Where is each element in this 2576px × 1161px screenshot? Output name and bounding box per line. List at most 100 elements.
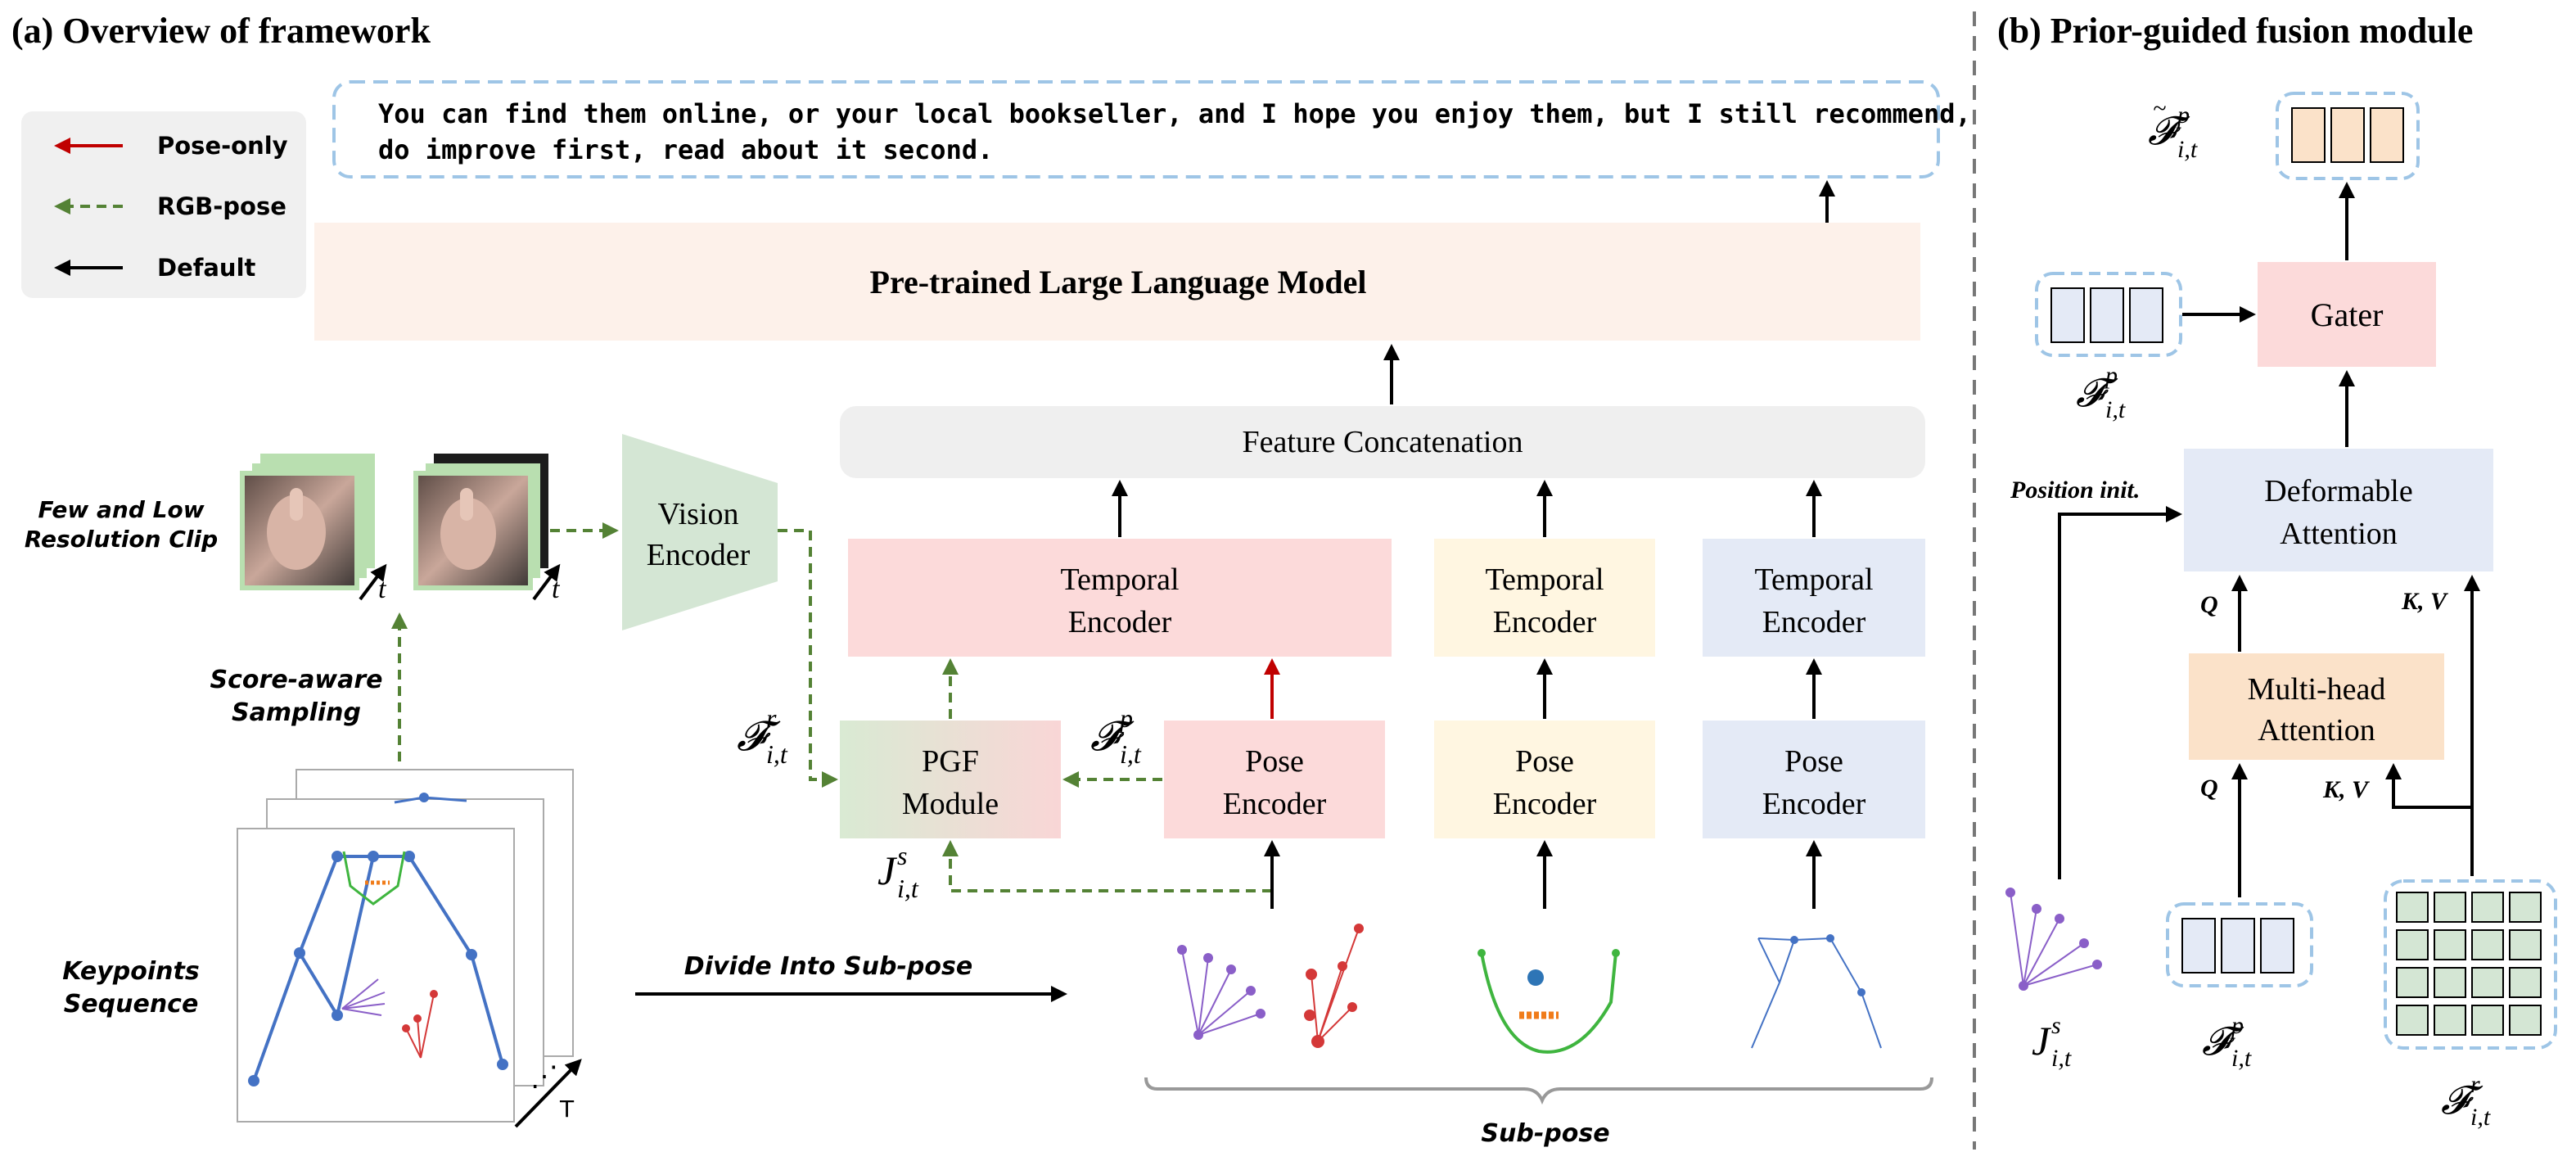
position-init-arrow: [2058, 506, 2182, 879]
rgb-feature-cell: [2471, 892, 2504, 923]
feature-pose-label: 𝓕 p i,t: [1090, 703, 1142, 769]
svg-text:p: p: [2104, 362, 2118, 389]
svg-text:i,t: i,t: [2470, 1104, 2491, 1131]
time-arrow-1: [359, 563, 387, 601]
keypoints-line2: Sequence: [64, 990, 199, 1019]
svg-text:i,t: i,t: [2051, 1045, 2072, 1072]
face-keypoints-icon: [1477, 949, 1620, 1054]
hand-keypoints-icon: [341, 978, 386, 1016]
llm-label: Pre-trained Large Language Model: [870, 264, 1367, 300]
q-label-upper: Q: [2200, 591, 2218, 618]
pose-encoder-blue-line2: Encoder: [1762, 787, 1866, 821]
svg-text:i,t: i,t: [2105, 396, 2126, 423]
vision-encoder-block: [622, 434, 778, 630]
pose-encoder-yellow-line2: Encoder: [1493, 787, 1597, 821]
rgb-feature-cell: [2509, 929, 2542, 960]
temporal-encoder-pink-line1: Temporal: [1060, 562, 1179, 597]
svg-text:p: p: [1118, 703, 1133, 733]
svg-text:~: ~: [2153, 95, 2166, 122]
temporal-encoder-pink-line2: Encoder: [1068, 605, 1172, 639]
pose-encoder-pink-line2: Encoder: [1223, 787, 1327, 821]
svg-text:s: s: [897, 841, 907, 870]
rgb-feature-cell: [2396, 1005, 2429, 1036]
divide-label: Divide Into Sub-pose: [684, 952, 972, 981]
rgb-feature-cell: [2509, 967, 2542, 998]
temporal-encoder-pink: [848, 539, 1392, 657]
pose-feature-label-top: 𝓕 p i,t: [2076, 362, 2126, 423]
temporal-encoder-yellow-line1: Temporal: [1485, 562, 1604, 597]
kv-label-upper: K, V: [2401, 588, 2449, 615]
svg-text:r: r: [2470, 1071, 2480, 1098]
temporal-encoder-yellow-line2: Encoder: [1493, 605, 1597, 639]
svg-text:i,t: i,t: [766, 739, 788, 769]
svg-text:T: T: [559, 1095, 575, 1123]
rgb-feature-cell: [2434, 929, 2466, 960]
sampling-line1: Score-aware: [210, 666, 383, 694]
deformable-line1: Deformable: [2264, 474, 2412, 508]
svg-text:t: t: [378, 574, 387, 604]
rgb-feature-cell: [2396, 967, 2429, 998]
hand-keypoints-icon: [1304, 924, 1364, 1048]
svg-text:r: r: [766, 703, 777, 733]
output-sentence-line1: You can find them online, or your local …: [378, 98, 1971, 129]
pgf-module-block: [840, 721, 1061, 838]
rgb-feature-cell: [2434, 967, 2466, 998]
output-sentence-line2: do improve first, read about it second.: [378, 134, 993, 165]
mha-line2: Attention: [2258, 713, 2375, 748]
kv-label-lower: K, V: [2322, 776, 2371, 803]
hand-keypoints-icon: [402, 990, 438, 1059]
body-keypoints-icon: [248, 851, 508, 1086]
clip-label-line2: Resolution Clip: [25, 526, 218, 553]
sampling-line2: Sampling: [232, 698, 361, 727]
feature-concatenation-block: [840, 406, 1925, 478]
rgb-feature-cell: [2471, 967, 2504, 998]
joints-to-pgf-arrow: [942, 840, 1272, 892]
clip-label-line1: Few and Low: [38, 496, 204, 523]
legend-default: Default: [157, 254, 256, 282]
temporal-encoder-blue-line1: Temporal: [1754, 562, 1873, 597]
temporal-encoder-yellow: [1434, 539, 1655, 657]
rgb-feature-cell: [2471, 1005, 2504, 1036]
face-keypoints-icon: [342, 851, 406, 906]
sub-pose-label: Sub-pose: [1481, 1119, 1609, 1148]
rgb-feature-cell: [2396, 892, 2429, 923]
sequence-time-arrow: [514, 1059, 582, 1128]
temporal-encoder-blue: [1703, 539, 1925, 657]
hand-keypoints-icon: [1177, 945, 1265, 1040]
gater-label: Gater: [2311, 296, 2384, 333]
pose-encoder-yellow-line1: Pose: [1515, 744, 1574, 779]
svg-text:p: p: [2230, 1012, 2244, 1039]
time-arrow-2: [532, 563, 561, 601]
fused-feature-label: 𝓕 ~ p i,t: [2148, 95, 2198, 163]
joint-label: J s i,t: [877, 841, 919, 903]
llm-block: [314, 223, 1920, 341]
clip-frames-2: t: [413, 454, 561, 604]
pgf-label-line2: Module: [902, 787, 999, 821]
position-init-label: Position init.: [2010, 477, 2140, 504]
svg-text:t: t: [552, 574, 561, 604]
rgb-feature-cell: [2434, 1005, 2466, 1036]
keypoints-line1: Keypoints: [62, 957, 199, 986]
vision-encoder-line1: Vision: [657, 497, 738, 531]
svg-text:i,t: i,t: [2177, 136, 2198, 163]
deformable-line2: Attention: [2280, 517, 2398, 551]
q-label-lower: Q: [2200, 775, 2218, 802]
pose-encoder-blue-line1: Pose: [1784, 744, 1843, 779]
pose-encoder-blue: [1703, 721, 1925, 838]
rgb-feature-cell: [2396, 929, 2429, 960]
pose-feature-label-bottom: 𝓕 p i,t: [2202, 1012, 2252, 1072]
pgf-label-line1: PGF: [922, 744, 979, 779]
pose-encoder-yellow: [1434, 721, 1655, 838]
svg-text:i,t: i,t: [1120, 739, 1142, 769]
temporal-encoder-blue-line2: Encoder: [1762, 605, 1866, 639]
svg-text:i,t: i,t: [2231, 1045, 2252, 1072]
rgb-feature-cell: [2509, 892, 2542, 923]
svg-text:i,t: i,t: [897, 874, 919, 903]
joint-label-bottom: J s i,t: [2032, 1012, 2072, 1072]
legend-rgb-pose: RGB-pose: [157, 192, 286, 220]
body-keypoints-icon: [1751, 934, 1882, 1049]
vision-to-pgf-arrow: [778, 529, 838, 788]
rgb-feature-cell: [2509, 1005, 2542, 1036]
svg-text:s: s: [2051, 1012, 2061, 1039]
